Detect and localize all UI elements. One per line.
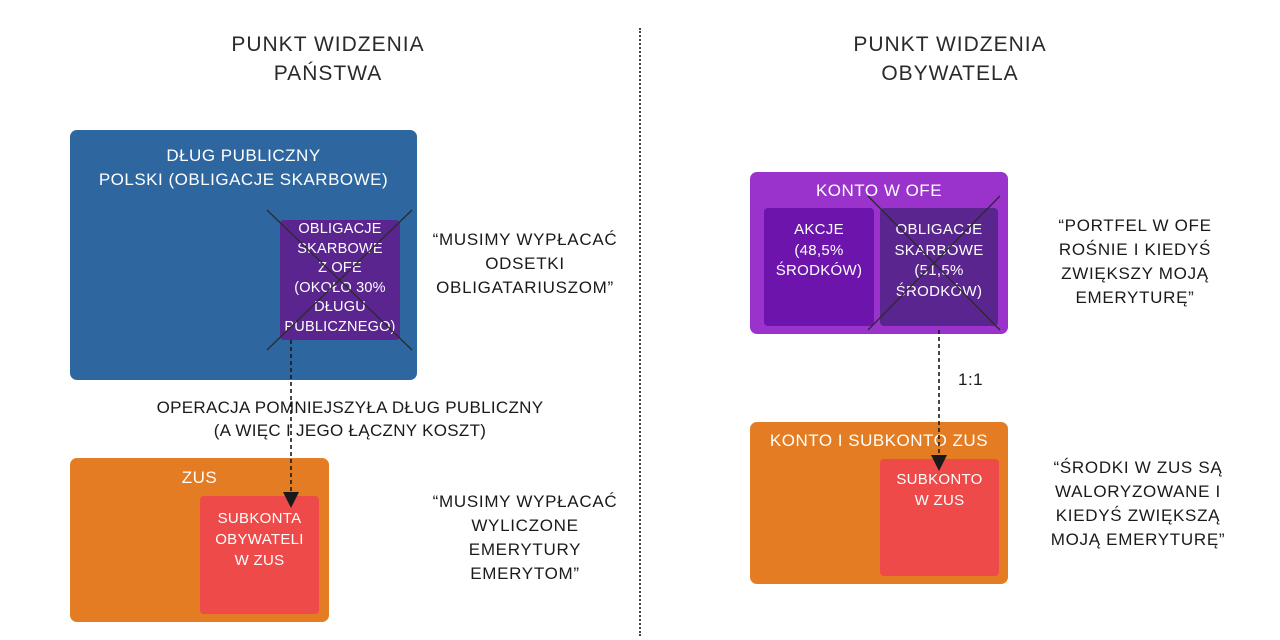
note-line: OPERACJA POMNIEJSZYŁA DŁUG PUBLICZNY bbox=[156, 398, 544, 417]
label-line: PUBLICZNEGO) bbox=[284, 318, 396, 335]
title-line: POLSKI (OBLIGACJE SKARBOWE) bbox=[98, 170, 389, 189]
quote-line: ROŚNIE I KIEDYŚ bbox=[1058, 240, 1212, 259]
operation-note: OPERACJA POMNIEJSZYŁA DŁUG PUBLICZNY (A … bbox=[110, 396, 590, 442]
heading-line: PUNKT WIDZENIA bbox=[231, 33, 425, 56]
label-line: ŚRODKÓW) bbox=[775, 262, 863, 279]
ofe-treasury-bonds-box: OBLIGACJE SKARBOWE Z OFE (OKOŁO 30% DŁUG… bbox=[280, 220, 400, 340]
state-view-heading: PUNKT WIDZENIA PAŃSTWA bbox=[178, 30, 478, 88]
title-line: DŁUG PUBLICZNY bbox=[166, 146, 321, 165]
note-line: (A WIĘC I JEGO ŁĄCZNY KOSZT) bbox=[213, 421, 487, 440]
quote-line: ODSETKI bbox=[485, 254, 565, 273]
stocks-label: AKCJE (48,5% ŚRODKÓW) bbox=[764, 220, 874, 282]
ratio-label: 1:1 bbox=[958, 370, 984, 389]
zus-subaccount-label: SUBKONTO W ZUS bbox=[880, 469, 999, 511]
quote-line: EMERYTURY bbox=[468, 540, 582, 559]
quote-line: “PORTFEL W OFE bbox=[1058, 216, 1212, 235]
quote-line: “ŚRODKI W ZUS SĄ bbox=[1053, 458, 1223, 477]
quote-line: “MUSIMY WYPŁACAĆ bbox=[432, 230, 618, 249]
state-quote-pensions: “MUSIMY WYPŁACAĆ WYLICZONE EMERYTURY EME… bbox=[410, 490, 640, 586]
quote-line: ZWIĘKSZY MOJĄ bbox=[1061, 264, 1209, 283]
label-line: SUBKONTA bbox=[217, 510, 302, 527]
label-line: W ZUS bbox=[234, 552, 285, 569]
quote-line: WYLICZONE bbox=[471, 516, 579, 535]
zus-subaccount-box: SUBKONTO W ZUS bbox=[880, 459, 999, 576]
vertical-divider bbox=[639, 28, 641, 636]
citizen-subaccounts-box: SUBKONTA OBYWATELI W ZUS bbox=[200, 496, 319, 614]
label-line: SKARBOWE bbox=[894, 241, 984, 259]
zus-account-title: KONTO I SUBKONTO ZUS bbox=[769, 431, 989, 450]
label-line: AKCJE bbox=[794, 221, 844, 238]
label-line: (OKOŁO 30% bbox=[294, 279, 386, 296]
heading-line: PUNKT WIDZENIA bbox=[853, 33, 1047, 56]
heading-line: OBYWATELA bbox=[881, 62, 1019, 85]
public-debt-title: DŁUG PUBLICZNY POLSKI (OBLIGACJE SKARBOW… bbox=[70, 144, 417, 192]
ofe-treasury-bonds-label: OBLIGACJE SKARBOWE Z OFE (OKOŁO 30% DŁUG… bbox=[280, 220, 400, 337]
heading-line: PAŃSTWA bbox=[273, 62, 383, 85]
label-line: ŚRODKÓW) bbox=[895, 282, 983, 300]
zus-title: ZUS bbox=[181, 468, 218, 487]
label-line: DŁUGU bbox=[314, 299, 366, 315]
label-line: (51,5% bbox=[914, 262, 964, 279]
treasury-bonds-box: OBLIGACJE SKARBOWE (51,5% ŚRODKÓW) bbox=[880, 208, 998, 326]
label-line: SKARBOWE bbox=[297, 240, 383, 257]
label-line: W ZUS bbox=[914, 492, 965, 509]
quote-line: EMERYTOM” bbox=[470, 564, 580, 583]
label-line: OBLIGACJE bbox=[895, 221, 983, 238]
stocks-box: AKCJE (48,5% ŚRODKÓW) bbox=[764, 208, 874, 326]
quote-line: MOJĄ EMERYTURĘ” bbox=[1050, 530, 1226, 549]
label-line: SUBKONTO bbox=[896, 471, 983, 488]
state-quote-interest: “MUSIMY WYPŁACAĆ ODSETKI OBLIGATARIUSZOM… bbox=[415, 228, 635, 300]
ofe-account-title: KONTO W OFE bbox=[815, 181, 943, 200]
quote-line: EMERYTURĘ” bbox=[1075, 288, 1195, 307]
citizen-quote-portfolio: “PORTFEL W OFE ROŚNIE I KIEDYŚ ZWIĘKSZY … bbox=[1030, 214, 1240, 310]
label-line: OBLIGACJE bbox=[298, 221, 382, 237]
quote-line: KIEDYŚ ZWIĘKSZĄ bbox=[1055, 506, 1221, 525]
treasury-bonds-label: OBLIGACJE SKARBOWE (51,5% ŚRODKÓW) bbox=[880, 220, 998, 302]
citizen-subaccounts-label: SUBKONTA OBYWATELI W ZUS bbox=[200, 508, 319, 571]
quote-line: “MUSIMY WYPŁACAĆ bbox=[432, 492, 618, 511]
citizen-view-heading: PUNKT WIDZENIA OBYWATELA bbox=[800, 30, 1100, 88]
quote-line: WALORYZOWANE I bbox=[1055, 482, 1221, 501]
citizen-quote-indexation: “ŚRODKI W ZUS SĄ WALORYZOWANE I KIEDYŚ Z… bbox=[1028, 456, 1248, 552]
label-line: OBYWATELI bbox=[215, 531, 304, 548]
quote-line: OBLIGATARIUSZOM” bbox=[436, 278, 614, 297]
label-line: Z OFE bbox=[318, 260, 362, 276]
label-line: (48,5% bbox=[794, 241, 844, 259]
